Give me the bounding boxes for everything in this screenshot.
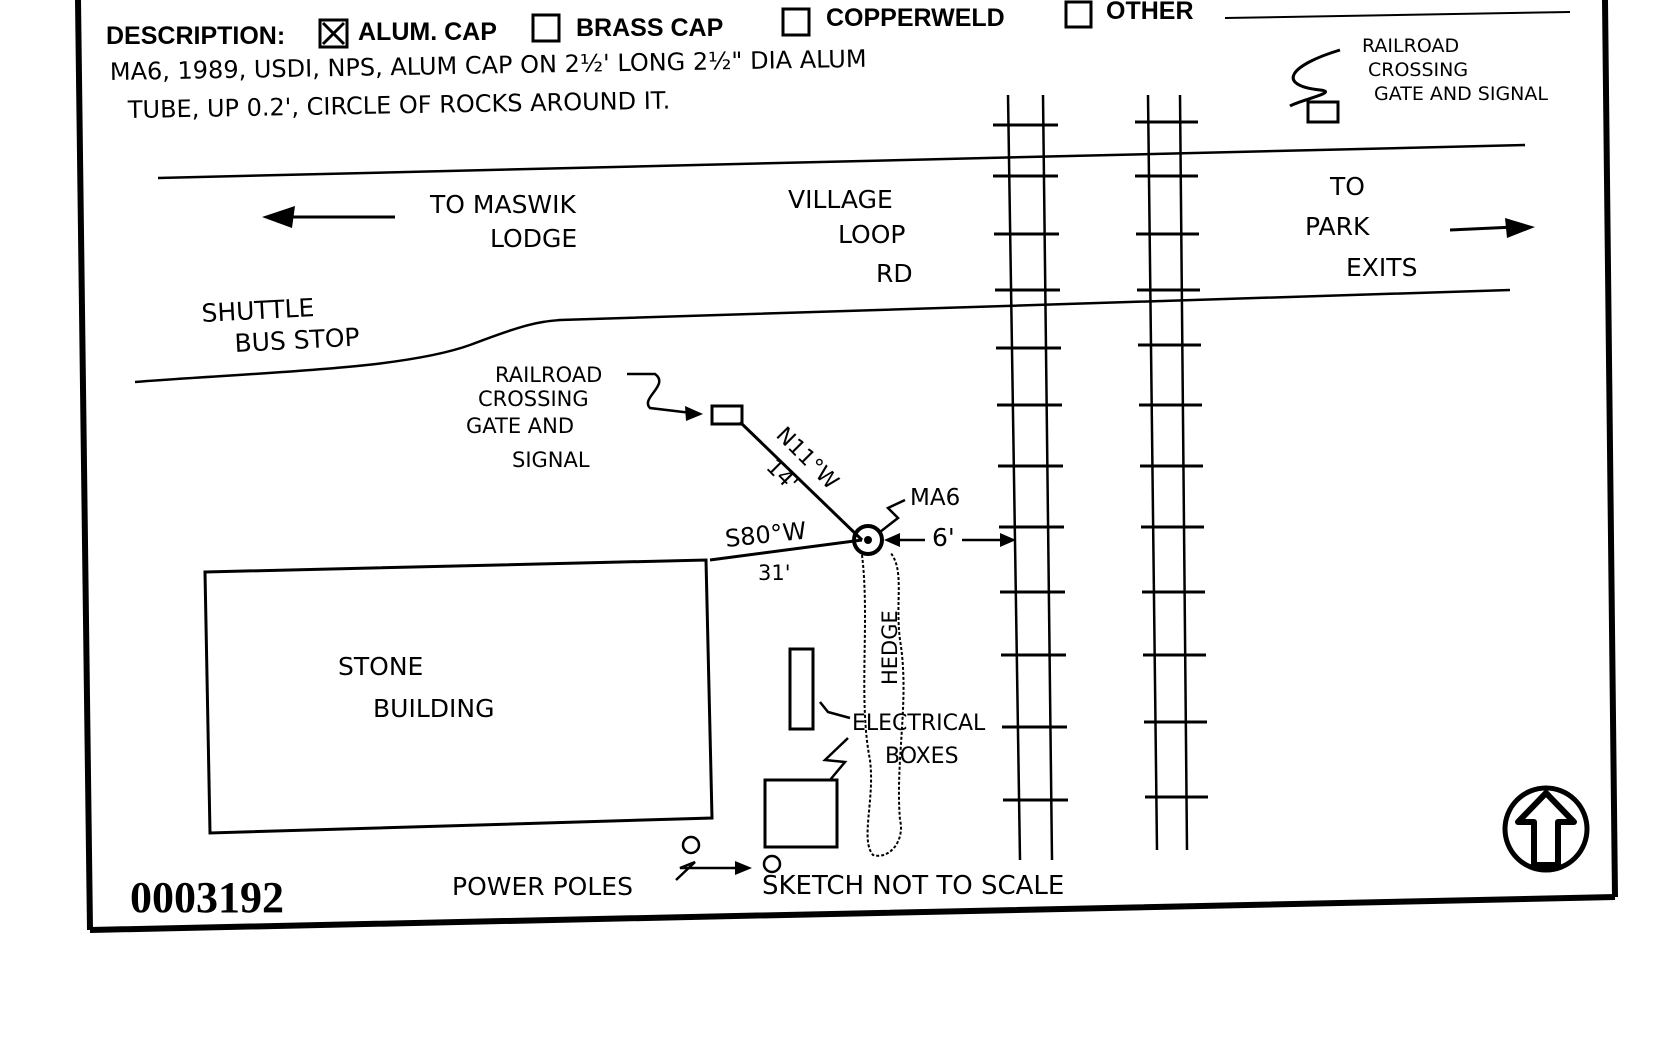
- checkbox-brass-cap[interactable]: BRASS CAP: [531, 13, 723, 43]
- description-label: DESCRIPTION:: [106, 22, 285, 50]
- checkbox-label: OTHER: [1106, 0, 1194, 25]
- electrical-leader: [819, 701, 851, 720]
- arrowhead-icon: [685, 406, 703, 421]
- checkbox-other[interactable]: OTHER: [1064, 0, 1194, 29]
- arrowhead-icon: [1000, 533, 1016, 547]
- survey-mark-center-icon: [864, 536, 872, 544]
- map-text: VILLAGE: [788, 185, 893, 214]
- checkbox-icon: [1064, 0, 1093, 29]
- building-label: STONE: [338, 652, 423, 681]
- hedge-outline: [861, 551, 905, 857]
- map-text: LODGE: [490, 224, 577, 253]
- railroad-tracks: [993, 94, 1208, 861]
- form-border: [75, 0, 1618, 933]
- arrowhead-icon: [262, 206, 295, 228]
- map-text: BUS STOP: [234, 322, 361, 358]
- track-distance: 6': [932, 523, 955, 552]
- checkbox-icon: [531, 13, 561, 43]
- arrow-right-icon: [1449, 225, 1516, 232]
- arrowhead-icon: [884, 533, 900, 547]
- not-to-scale-note: SKETCH NOT TO SCALE: [762, 871, 1064, 901]
- legend-leader: [1289, 48, 1341, 108]
- other-fill-line: [1224, 11, 1571, 19]
- electrical-box-icon: [763, 778, 839, 849]
- description-line-1: MA6, 1989, USDI, NPS, ALUM CAP ON 2½' LO…: [110, 45, 867, 86]
- power-pole-icon: [762, 854, 782, 874]
- to-maswik-label: TO MASWIK LODGE: [262, 190, 577, 253]
- map-text: TO: [1329, 172, 1365, 201]
- check-mark-icon: [321, 21, 346, 46]
- to-park-exits-label: TO PARK EXITS: [1305, 172, 1535, 282]
- mark-leader: [879, 498, 906, 533]
- map-text: SIGNAL: [512, 448, 590, 472]
- description-line-2: TUBE, UP 0.2', CIRCLE OF ROCKS AROUND IT…: [127, 87, 671, 124]
- railroad-signal-label: RAILROAD CROSSING GATE AND SIGNAL: [466, 363, 703, 472]
- tie-line-north: [738, 420, 864, 542]
- electrical-label: BOXES: [885, 744, 959, 769]
- legend-signal: RAILROAD CROSSING GATE AND SIGNAL: [1289, 35, 1548, 124]
- map-text: EXITS: [1346, 253, 1417, 282]
- tie-line-west: [709, 538, 863, 562]
- road-edge-south: [134, 288, 1511, 384]
- mark-label: MA6: [910, 485, 960, 511]
- checkbox-copperweld[interactable]: COPPERWELD: [781, 4, 1005, 37]
- checkbox-icon: [318, 18, 349, 49]
- building-label: BUILDING: [373, 694, 494, 723]
- survey-mark-ma6[interactable]: MA6: [852, 485, 960, 556]
- arrowhead-icon: [735, 861, 752, 875]
- distance-to-track: 6': [884, 523, 1016, 552]
- map-text: RD: [876, 259, 913, 288]
- signal-symbol-icon: [1306, 100, 1340, 124]
- road-edge-north: [157, 143, 1526, 180]
- checkbox-label: BRASS CAP: [576, 14, 723, 42]
- checkbox-label: ALUM. CAP: [358, 18, 497, 46]
- map-text: CROSSING: [478, 387, 589, 411]
- power-pole-leader: [675, 860, 745, 881]
- checkbox-alum-cap[interactable]: ALUM. CAP: [318, 18, 497, 49]
- north-arrow-icon: [1502, 785, 1590, 873]
- power-pole-icon: [681, 835, 701, 855]
- shuttle-stop-label: SHUTTLE BUS STOP: [201, 293, 361, 358]
- distance-south: 31': [758, 561, 791, 585]
- map-text: PARK: [1305, 212, 1370, 241]
- signal-box-icon: [710, 404, 744, 426]
- checkbox-icon: [781, 7, 811, 37]
- map-text: LOOP: [838, 220, 905, 249]
- signal-leader: [627, 372, 701, 416]
- electrical-box-icon: [788, 647, 815, 731]
- electrical-label: ELECTRICAL: [852, 711, 986, 736]
- map-text: RAILROAD: [495, 363, 602, 387]
- map-text: GATE AND: [466, 414, 574, 438]
- survey-mark-icon: [852, 524, 884, 556]
- map-text: SHUTTLE: [201, 293, 315, 328]
- hedge-label: HEDGE: [878, 610, 902, 685]
- electrical-leader: [822, 737, 849, 781]
- checkbox-label: COPPERWELD: [826, 4, 1005, 32]
- legend-text: CROSSING: [1368, 59, 1468, 81]
- power-poles-label: POWER POLES: [452, 872, 633, 901]
- stone-building-outline: [203, 558, 714, 835]
- legend-text: RAILROAD: [1362, 35, 1459, 57]
- record-number: 0003192: [130, 873, 284, 922]
- map-text: TO MASWIK: [429, 190, 577, 219]
- legend-text: GATE AND SIGNAL: [1374, 83, 1548, 105]
- arrowhead-icon: [1505, 218, 1535, 238]
- village-loop-label: VILLAGE LOOP RD: [788, 185, 913, 288]
